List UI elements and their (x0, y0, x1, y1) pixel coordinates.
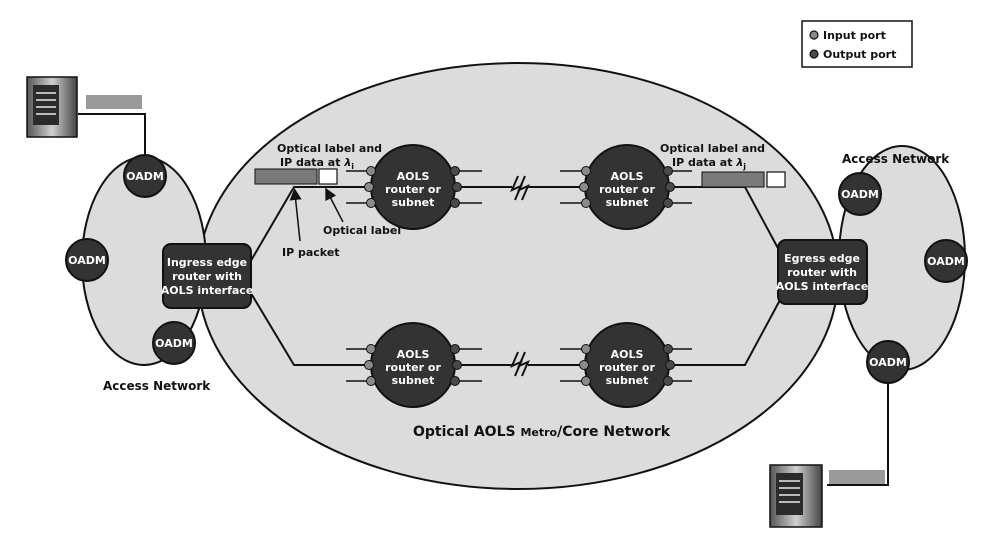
router-bottom-right: AOLS router or subnet (579, 322, 675, 408)
core-links (248, 186, 781, 366)
input-port (581, 376, 591, 386)
legend: Input port Output port (801, 20, 913, 68)
computer-icon-left (26, 76, 78, 138)
router-label-line2: router or (385, 361, 441, 374)
computer-right-label-bar (829, 470, 885, 484)
oadm-label: OADM (155, 337, 193, 350)
oadm-label: OADM (927, 255, 965, 268)
packet-right (701, 171, 786, 188)
input-port (366, 376, 376, 386)
router-label-line3: subnet (392, 374, 435, 387)
pc-links (78, 113, 889, 486)
optical-label-block (318, 168, 338, 185)
access-network-right-label: Access Network (842, 152, 950, 166)
output-port (663, 376, 673, 386)
input-port-legend-icon (809, 30, 819, 40)
oadm-label: OADM (68, 254, 106, 267)
input-port (581, 344, 591, 354)
ingress-label-line1: Ingress edge (167, 256, 247, 269)
output-port (665, 360, 675, 370)
router-label-line1: AOLS (397, 170, 430, 183)
router-label-line2: router or (599, 183, 655, 196)
router-top-right: AOLS router or subnet (579, 144, 675, 230)
optical-label-block (766, 171, 786, 188)
egress-label-line2: router with (787, 266, 857, 279)
input-port (364, 360, 374, 370)
router-label-line3: subnet (392, 196, 435, 209)
output-port (665, 182, 675, 192)
router-label-line1: AOLS (397, 348, 430, 361)
computer-left-label-bar (86, 95, 142, 109)
router-label-line2: router or (599, 361, 655, 374)
core-network-label: Optical AOLS Metro/Core Network (413, 424, 671, 440)
optical-label-right-line1: Optical label and (660, 142, 765, 155)
oadm-left-bottom: OADM (152, 321, 196, 365)
optical-label-left-line2: IP data at λi (280, 156, 354, 171)
output-port (450, 198, 460, 208)
egress-edge-router: Egress edge router with AOLS interface (776, 239, 869, 305)
optical-label-right-line2: IP data at λj (672, 156, 746, 171)
router-bottom-left: AOLS router or subnet (364, 322, 462, 408)
output-port (452, 182, 462, 192)
input-port (581, 198, 591, 208)
input-port (366, 344, 376, 354)
egress-label-line3: AOLS interface (776, 280, 869, 293)
packet-left (254, 168, 338, 185)
output-port (450, 344, 460, 354)
oadm-left-middle: OADM (65, 238, 109, 282)
oadm-right-top: OADM (838, 172, 882, 216)
legend-input-port: Input port (823, 29, 886, 42)
oadm-label: OADM (126, 170, 164, 183)
input-port (366, 166, 376, 176)
input-port (579, 360, 589, 370)
output-port (663, 344, 673, 354)
input-port (364, 182, 374, 192)
ip-packet-block (254, 168, 318, 185)
optical-label-arrow (325, 187, 344, 223)
output-port (450, 166, 460, 176)
ingress-label-line2: router with (172, 270, 242, 283)
oadm-right-bottom: OADM (866, 340, 910, 384)
ip-packet-block (701, 171, 765, 188)
optical-label-left-line1: Optical label and (277, 142, 382, 155)
legend-output-port: Output port (823, 48, 896, 61)
ingress-edge-router: Ingress edge router with AOLS interface (161, 243, 254, 309)
input-port (366, 198, 376, 208)
router-label-line1: AOLS (611, 170, 644, 183)
optical-label-caption: Optical label (323, 224, 401, 237)
output-port (663, 166, 673, 176)
output-port-legend-icon (809, 49, 819, 59)
ip-packet-label: IP packet (282, 246, 340, 259)
router-top-left: AOLS router or subnet (364, 144, 462, 230)
computer-icon-right (769, 464, 823, 528)
output-port (450, 376, 460, 386)
access-network-left-label: Access Network (103, 379, 211, 393)
oadm-label: OADM (841, 188, 879, 201)
oadm-left-top: OADM (123, 154, 167, 198)
output-port (452, 360, 462, 370)
oadm-label: OADM (869, 356, 907, 369)
ingress-label-line3: AOLS interface (161, 284, 254, 297)
egress-label-line1: Egress edge (784, 252, 860, 265)
output-port (663, 198, 673, 208)
router-label-line2: router or (385, 183, 441, 196)
link-break-marks (510, 175, 530, 377)
router-label-line3: subnet (606, 374, 649, 387)
router-label-line3: subnet (606, 196, 649, 209)
ip-packet-arrow (289, 188, 302, 242)
router-label-line1: AOLS (611, 348, 644, 361)
input-port (579, 182, 589, 192)
input-port (581, 166, 591, 176)
oadm-right-middle: OADM (924, 239, 968, 283)
